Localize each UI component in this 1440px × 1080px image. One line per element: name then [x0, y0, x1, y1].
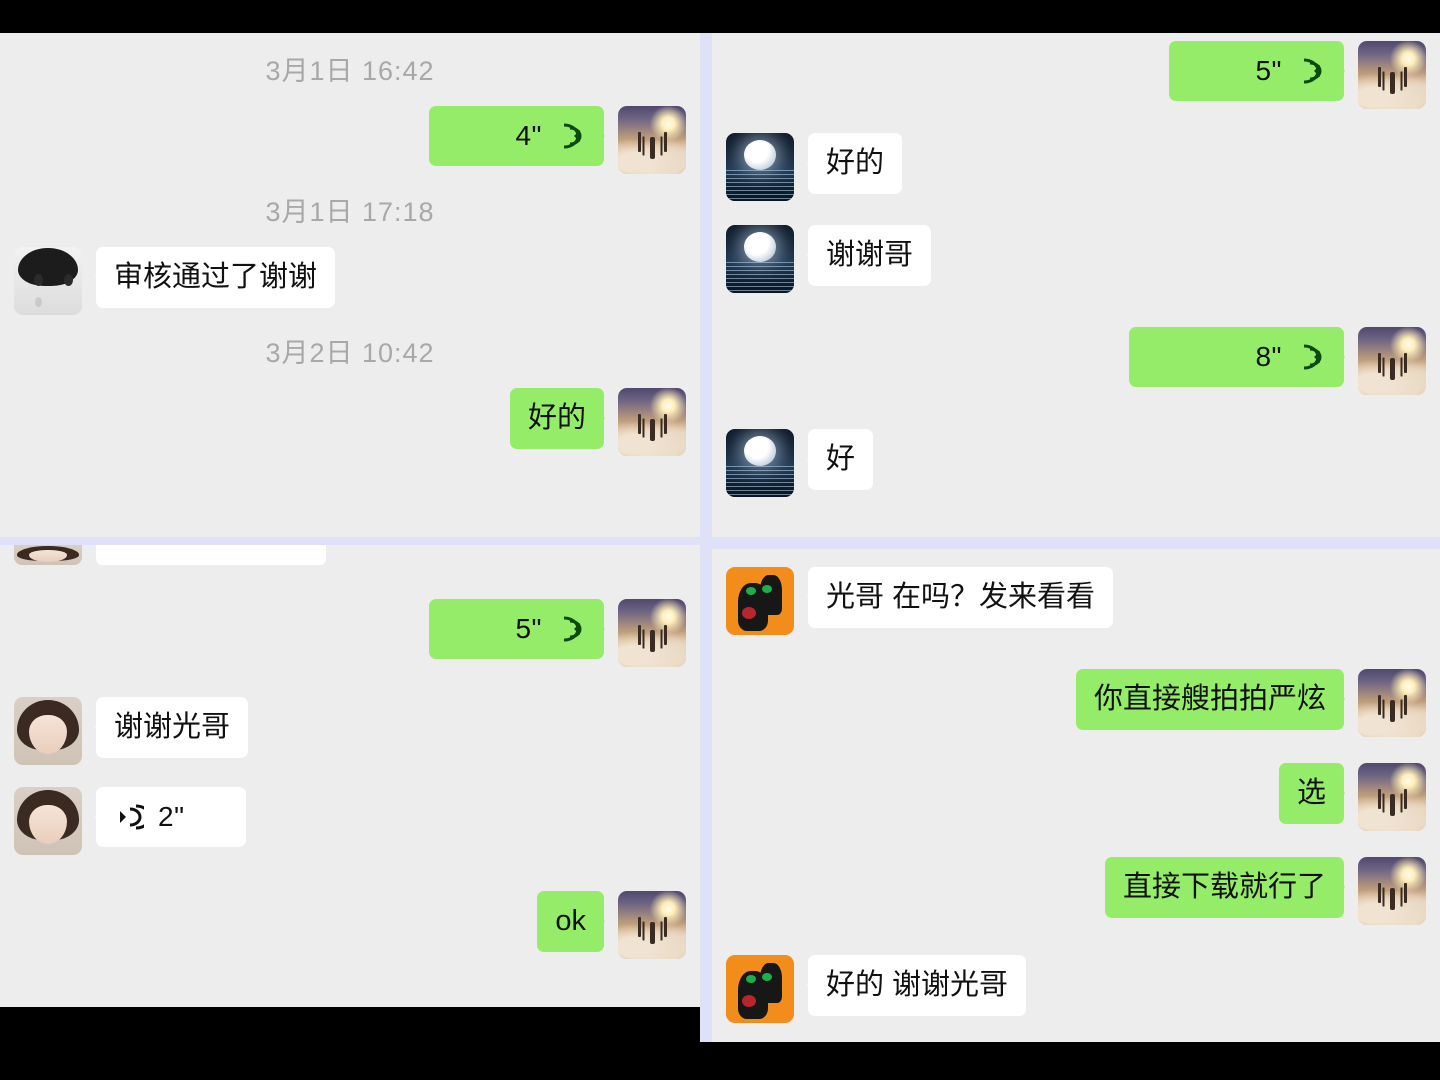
cropped-message-row — [0, 545, 700, 565]
voice-duration-label: 4" — [515, 120, 542, 151]
message-bubble[interactable]: 选 — [1278, 763, 1346, 825]
chat-panel-top-right: 5" 好的 谢谢哥 8" 好 — [712, 33, 1440, 537]
message-row-text-in[interactable]: 好 — [712, 429, 1440, 497]
avatar-moon-over-water[interactable] — [726, 225, 794, 293]
voice-message-bubble[interactable]: 5" — [1169, 41, 1345, 102]
message-row-text-in[interactable]: 光哥 在吗？发来看看 — [712, 567, 1440, 635]
avatar-sky-sunrise[interactable] — [618, 891, 686, 959]
panel-seam-horizontal-left — [0, 537, 700, 545]
avatar-girl-photo[interactable] — [14, 697, 82, 765]
message-bubble-cropped[interactable] — [96, 545, 326, 565]
voice-message-bubble[interactable]: 4" — [429, 106, 605, 167]
avatar-sky-sunrise[interactable] — [618, 388, 686, 456]
voice-wave-icon — [114, 803, 144, 831]
message-bubble[interactable]: 谢谢光哥 — [94, 697, 249, 759]
voice-wave-icon — [1296, 57, 1326, 85]
message-row-voice-out[interactable]: 5" — [0, 599, 700, 667]
avatar-moon-over-water[interactable] — [726, 429, 794, 497]
message-bubble[interactable]: 好的 — [509, 388, 606, 450]
message-row-text-in[interactable]: 好的 谢谢光哥 — [712, 955, 1440, 1023]
message-row-text-in[interactable]: 谢谢哥 — [712, 225, 1440, 293]
message-bubble[interactable]: ok — [537, 891, 605, 953]
message-bubble[interactable]: 好 — [806, 429, 874, 491]
message-row-text-out[interactable]: 好的 — [0, 388, 700, 456]
avatar-sky-sunrise[interactable] — [1358, 857, 1426, 925]
message-row-voice-out[interactable]: 5" — [712, 41, 1440, 109]
message-bubble[interactable]: 光哥 在吗？发来看看 — [806, 567, 1114, 629]
date-separator: 3月1日 17:18 — [265, 197, 435, 227]
message-row-text-out[interactable]: 你直接艘拍拍严炫 — [712, 669, 1440, 737]
message-row-text-in[interactable]: 好的 — [712, 133, 1440, 201]
avatar-sky-sunrise[interactable] — [618, 599, 686, 667]
avatar-orange-cat[interactable] — [726, 567, 794, 635]
avatar-sky-sunrise[interactable] — [618, 106, 686, 174]
message-bubble[interactable]: 好的 谢谢光哥 — [806, 955, 1027, 1017]
message-bubble[interactable]: 直接下载就行了 — [1104, 857, 1346, 919]
panel-seam-horizontal-right — [712, 537, 1440, 549]
date-separator: 3月1日 16:42 — [265, 56, 435, 86]
panel-seam-vertical — [700, 33, 712, 1042]
message-row-text-in[interactable]: 审核通过了谢谢 — [0, 247, 700, 315]
message-row-text-in[interactable]: 谢谢光哥 — [0, 697, 700, 765]
avatar-sky-sunrise[interactable] — [1358, 669, 1426, 737]
voice-message-bubble[interactable]: 2" — [95, 787, 246, 848]
chat-panel-bottom-right: 光哥 在吗？发来看看 你直接艘拍拍严炫 选 直接下载就行了 好的 谢谢光哥 — [712, 549, 1440, 1042]
message-bubble[interactable]: 谢谢哥 — [806, 225, 932, 287]
message-bubble[interactable]: 审核通过了谢谢 — [94, 247, 336, 309]
message-bubble[interactable]: 你直接艘拍拍严炫 — [1075, 669, 1346, 731]
avatar-sky-sunrise[interactable] — [1358, 327, 1426, 395]
voice-wave-icon — [556, 615, 586, 643]
voice-duration-label: 5" — [515, 613, 542, 644]
avatar-girl-photo[interactable] — [14, 787, 82, 855]
voice-duration-label: 5" — [1255, 55, 1282, 86]
message-row-voice-out[interactable]: 4" — [0, 106, 700, 174]
message-row-voice-in[interactable]: 2" — [0, 787, 700, 855]
avatar-sky-sunrise[interactable] — [1358, 763, 1426, 831]
message-row-text-out[interactable]: 直接下载就行了 — [712, 857, 1440, 925]
date-separator: 3月2日 10:42 — [265, 338, 435, 368]
avatar-sky-sunrise[interactable] — [1358, 41, 1426, 109]
message-row-text-out[interactable]: 选 — [712, 763, 1440, 831]
message-row-text-out[interactable]: ok — [0, 891, 700, 959]
avatar-orange-cat[interactable] — [726, 955, 794, 1023]
voice-duration-label: 8" — [1255, 341, 1282, 372]
voice-wave-icon — [1296, 343, 1326, 371]
voice-wave-icon — [556, 122, 586, 150]
avatar-moon-over-water[interactable] — [726, 133, 794, 201]
avatar-anime-monochrome[interactable] — [14, 247, 82, 315]
voice-message-bubble[interactable]: 8" — [1129, 327, 1345, 388]
voice-duration-label: 2" — [158, 801, 185, 832]
chat-panel-top-left: 3月1日 16:42 4" 3月1日 17:18 审核通过了谢谢 3月2日 10… — [0, 33, 700, 537]
chat-panel-bottom-left: 5" 谢谢光哥 2" ok — [0, 545, 700, 1007]
voice-message-bubble[interactable]: 5" — [429, 599, 605, 660]
message-row-voice-out[interactable]: 8" — [712, 327, 1440, 395]
avatar-girl-photo[interactable] — [14, 545, 82, 565]
message-bubble[interactable]: 好的 — [806, 133, 903, 195]
